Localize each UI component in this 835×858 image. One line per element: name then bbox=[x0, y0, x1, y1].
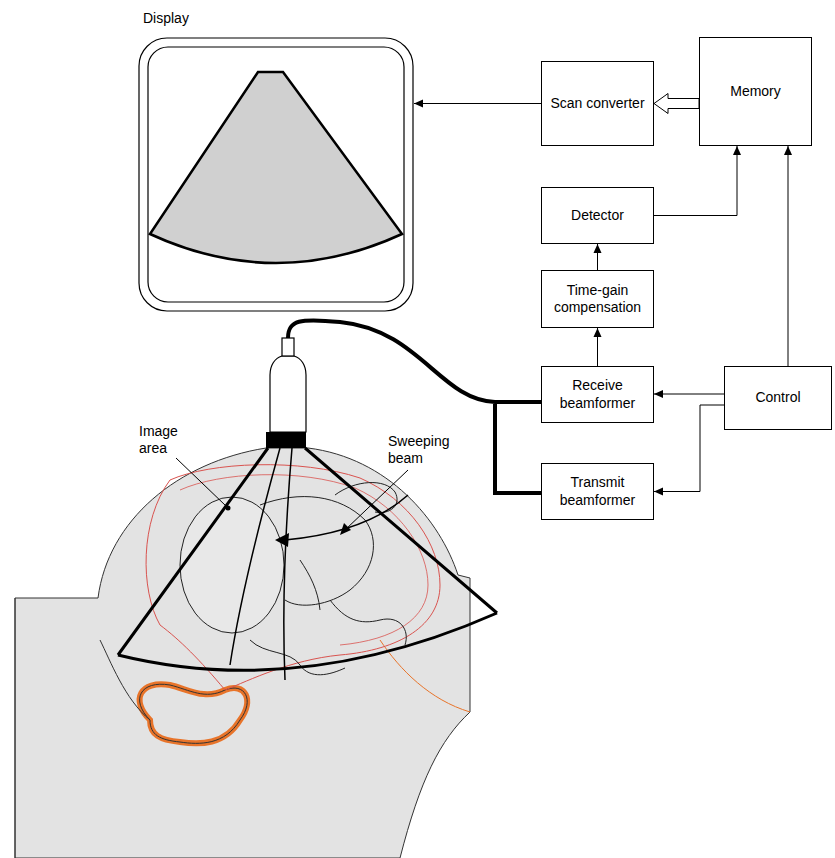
data-bus-arrow bbox=[654, 94, 699, 114]
process-box: Scan converter bbox=[541, 61, 654, 146]
connector-arrow bbox=[594, 244, 602, 270]
process-box: Detector bbox=[541, 187, 654, 244]
connector-arrow bbox=[654, 405, 724, 496]
image-sector-edge bbox=[118, 448, 497, 655]
connector-arrow bbox=[654, 390, 724, 398]
box-text-group: Transmit beamformer bbox=[550, 474, 645, 509]
arrowhead bbox=[654, 488, 663, 496]
box-text-group: Time-gain compensation bbox=[550, 282, 645, 317]
arrowhead bbox=[594, 244, 602, 253]
process-box: Time-gain compensation bbox=[541, 270, 654, 328]
sweep-arrowhead bbox=[275, 533, 289, 547]
display-monitor: Display bbox=[138, 37, 414, 312]
block-arrow bbox=[654, 94, 699, 114]
box-text-group: Receive beamformer bbox=[550, 377, 645, 412]
connector-arrow bbox=[594, 328, 602, 366]
connector-arrow bbox=[784, 146, 792, 366]
display-screen bbox=[148, 47, 404, 302]
box-label: Detector bbox=[571, 207, 624, 225]
uterus bbox=[146, 465, 440, 690]
process-box: Transmit beamformer bbox=[541, 463, 654, 520]
box-label: Scan converter bbox=[550, 95, 644, 113]
connector-arrow bbox=[414, 100, 541, 108]
fetal-head bbox=[180, 497, 284, 633]
fetal-body bbox=[260, 497, 373, 606]
display-label: Display bbox=[143, 10, 189, 28]
intestine bbox=[330, 600, 406, 645]
connector-arrow bbox=[654, 146, 741, 216]
connector-line bbox=[414, 103, 541, 104]
bladder bbox=[140, 684, 248, 743]
region-label: Image area bbox=[139, 423, 203, 457]
arrowhead bbox=[733, 146, 741, 155]
connector-line bbox=[654, 146, 737, 216]
beam-line bbox=[230, 448, 292, 680]
connector-line bbox=[654, 394, 724, 395]
probe-face bbox=[266, 432, 306, 448]
process-box: Receive beamformer bbox=[541, 366, 654, 423]
beam-label: Sweeping beam bbox=[388, 433, 460, 467]
box-label: Time-gain compensation bbox=[550, 282, 645, 317]
leader-dot bbox=[226, 506, 231, 511]
box-text-group: Scan converter bbox=[550, 95, 644, 113]
display-bezel bbox=[139, 38, 413, 311]
arrowhead bbox=[594, 328, 602, 337]
box-text-group: Memory bbox=[730, 83, 781, 101]
image-sector-arc bbox=[118, 613, 497, 670]
box-label: Control bbox=[755, 389, 800, 407]
fetal-leg bbox=[335, 483, 397, 513]
box-text-group: Detector bbox=[571, 207, 624, 225]
control-box: Control bbox=[724, 366, 832, 430]
bladder-outline bbox=[140, 684, 248, 743]
leader-line bbox=[176, 458, 226, 506]
arrowhead bbox=[784, 146, 792, 155]
box-label: Transmit beamformer bbox=[550, 474, 645, 509]
connector-line bbox=[788, 146, 789, 366]
arrowhead bbox=[654, 390, 663, 398]
display-frame bbox=[138, 37, 414, 312]
fetal-arm bbox=[300, 560, 320, 610]
probe-strain-relief bbox=[282, 338, 294, 356]
body-section bbox=[15, 448, 470, 858]
arrowhead bbox=[414, 100, 423, 108]
uterus-inner bbox=[180, 475, 428, 645]
probe-cable bbox=[288, 320, 541, 493]
image-sector bbox=[150, 72, 402, 263]
box-text-group: Control bbox=[755, 389, 800, 407]
body-edge bbox=[15, 598, 16, 858]
box-label: Memory bbox=[730, 83, 781, 101]
connector-line bbox=[654, 405, 724, 492]
leader-line bbox=[345, 470, 408, 530]
leader-arrowhead bbox=[340, 523, 351, 535]
memory-box: Memory bbox=[699, 37, 812, 146]
sweep-arrow bbox=[285, 495, 408, 540]
probe-body bbox=[270, 356, 306, 432]
pubic-line bbox=[100, 640, 150, 720]
box-label: Receive beamformer bbox=[550, 377, 645, 412]
